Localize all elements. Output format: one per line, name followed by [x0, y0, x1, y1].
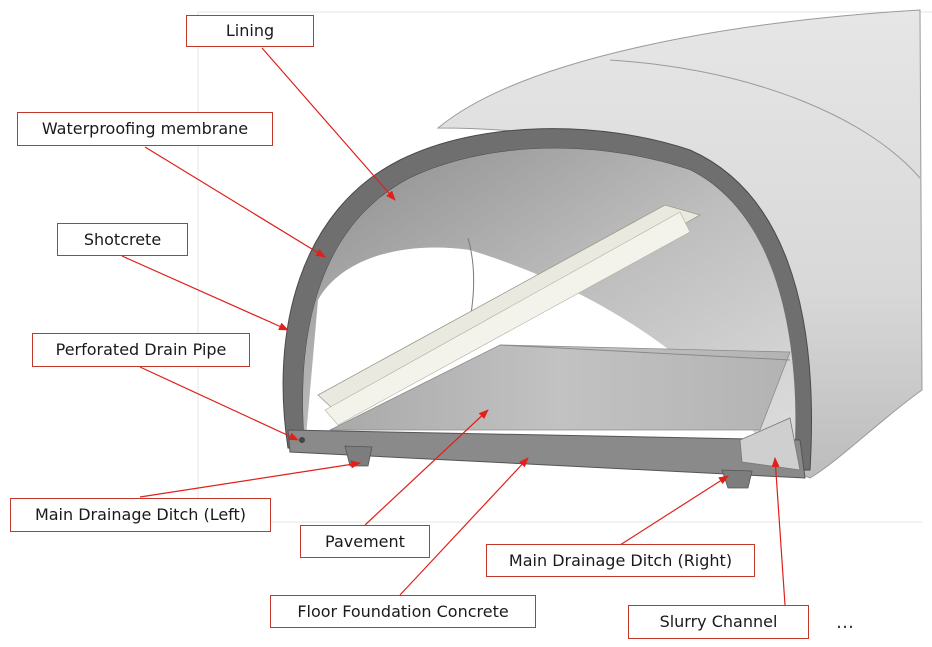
leader-line-floor-foundation: [399, 457, 529, 596]
left-curb-ditch: [324, 211, 691, 426]
label-main-drainage-ditch-left: Main Drainage Ditch (Left): [10, 498, 271, 532]
label-lining: Lining: [186, 15, 314, 47]
label-pavement: Pavement: [300, 525, 430, 558]
pavement-joint-line: [499, 344, 791, 361]
leader-lines: [121, 47, 786, 606]
leader-line-slurry-channel: [771, 457, 786, 606]
label-perforated-drain-pipe: Perforated Drain Pipe: [32, 333, 250, 367]
leader-line-ditch-right: [619, 475, 729, 546]
leader-line-ditch-left: [139, 460, 361, 498]
floor-foundation-slab: [287, 429, 806, 479]
more-indicator: …: [836, 612, 854, 633]
leader-line-waterproofing: [144, 146, 326, 258]
leader-line-drain-pipe: [139, 366, 299, 441]
label-shotcrete: Shotcrete: [57, 223, 188, 256]
leader-line-lining: [261, 47, 396, 201]
label-floor-foundation-concrete: Floor Foundation Concrete: [270, 595, 536, 628]
label-slurry-channel: Slurry Channel: [628, 605, 809, 639]
label-waterproofing-membrane: Waterproofing membrane: [17, 112, 273, 146]
left-drain-pipe: [299, 437, 305, 443]
right-curb-block: [739, 417, 801, 471]
leader-line-pavement: [364, 409, 489, 526]
pavement-deck: [329, 344, 791, 431]
right-ditch-footing: [721, 469, 753, 489]
tunnel-exterior-seam: [609, 59, 921, 179]
label-main-drainage-ditch-right: Main Drainage Ditch (Right): [486, 544, 755, 577]
leader-line-shotcrete: [121, 255, 289, 331]
